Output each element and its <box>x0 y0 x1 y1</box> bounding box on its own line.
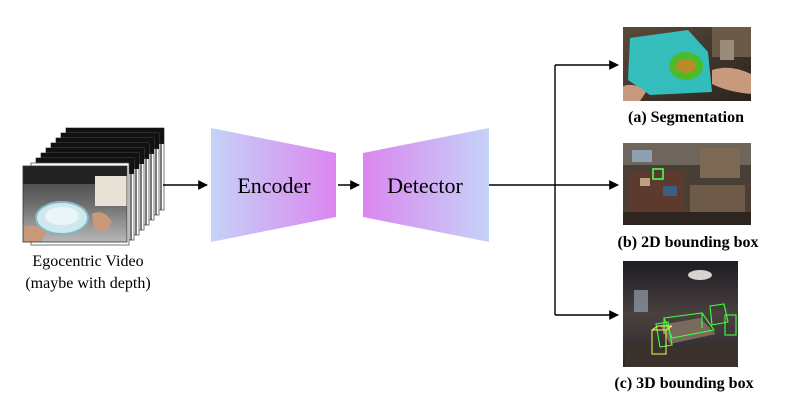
bbox-2d-output-image <box>623 143 751 225</box>
encoder-label: Encoder <box>237 173 311 198</box>
bbox-3d-label: (c) 3D bounding box <box>614 375 753 392</box>
input-caption-line1: Egocentric Video <box>32 253 143 270</box>
segmentation-output-image <box>623 27 751 101</box>
detector-label: Detector <box>387 173 463 198</box>
video-frame-front <box>22 165 128 243</box>
bbox-3d-output-image <box>623 261 738 367</box>
encoder-block: Encoder <box>211 128 336 242</box>
detector-trapezoid <box>363 128 489 242</box>
detector-block: Detector <box>363 128 489 242</box>
segmentation-label: (a) Segmentation <box>628 109 744 126</box>
bbox-3d-yellow-boxes <box>651 325 673 355</box>
encoder-trapezoid <box>211 128 336 242</box>
bbox-3d-green-boxes <box>655 303 737 348</box>
egocentric-video-stack <box>22 127 165 246</box>
bbox-2d-marker <box>652 168 664 180</box>
bbox-2d-label: (b) 2D bounding box <box>618 234 759 251</box>
input-caption-line2: (maybe with depth) <box>25 275 150 292</box>
output-branch-arrows <box>489 60 619 320</box>
